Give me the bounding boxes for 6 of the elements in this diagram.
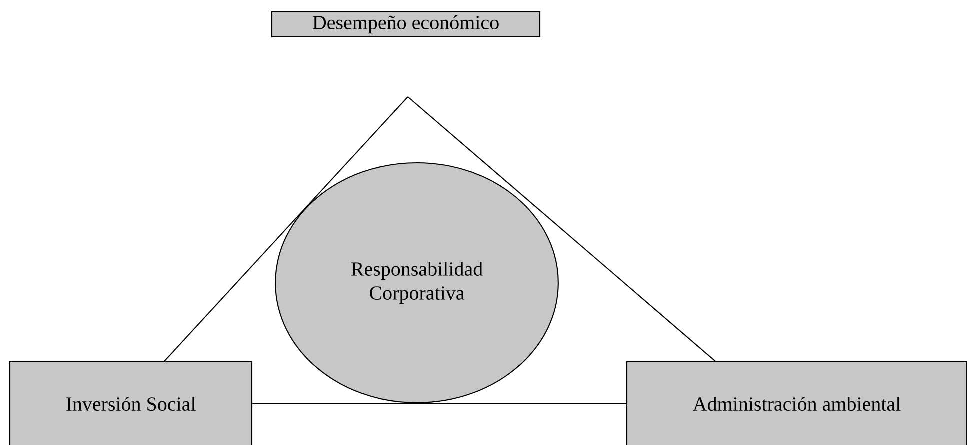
process-box: Administración ambiental bbox=[626, 361, 967, 445]
connector-line bbox=[164, 96, 408, 362]
connector-line bbox=[252, 403, 626, 405]
process-box: Inversión Social bbox=[9, 361, 253, 445]
title-box: Desempeño económico bbox=[271, 11, 541, 38]
connector-line bbox=[408, 96, 716, 362]
